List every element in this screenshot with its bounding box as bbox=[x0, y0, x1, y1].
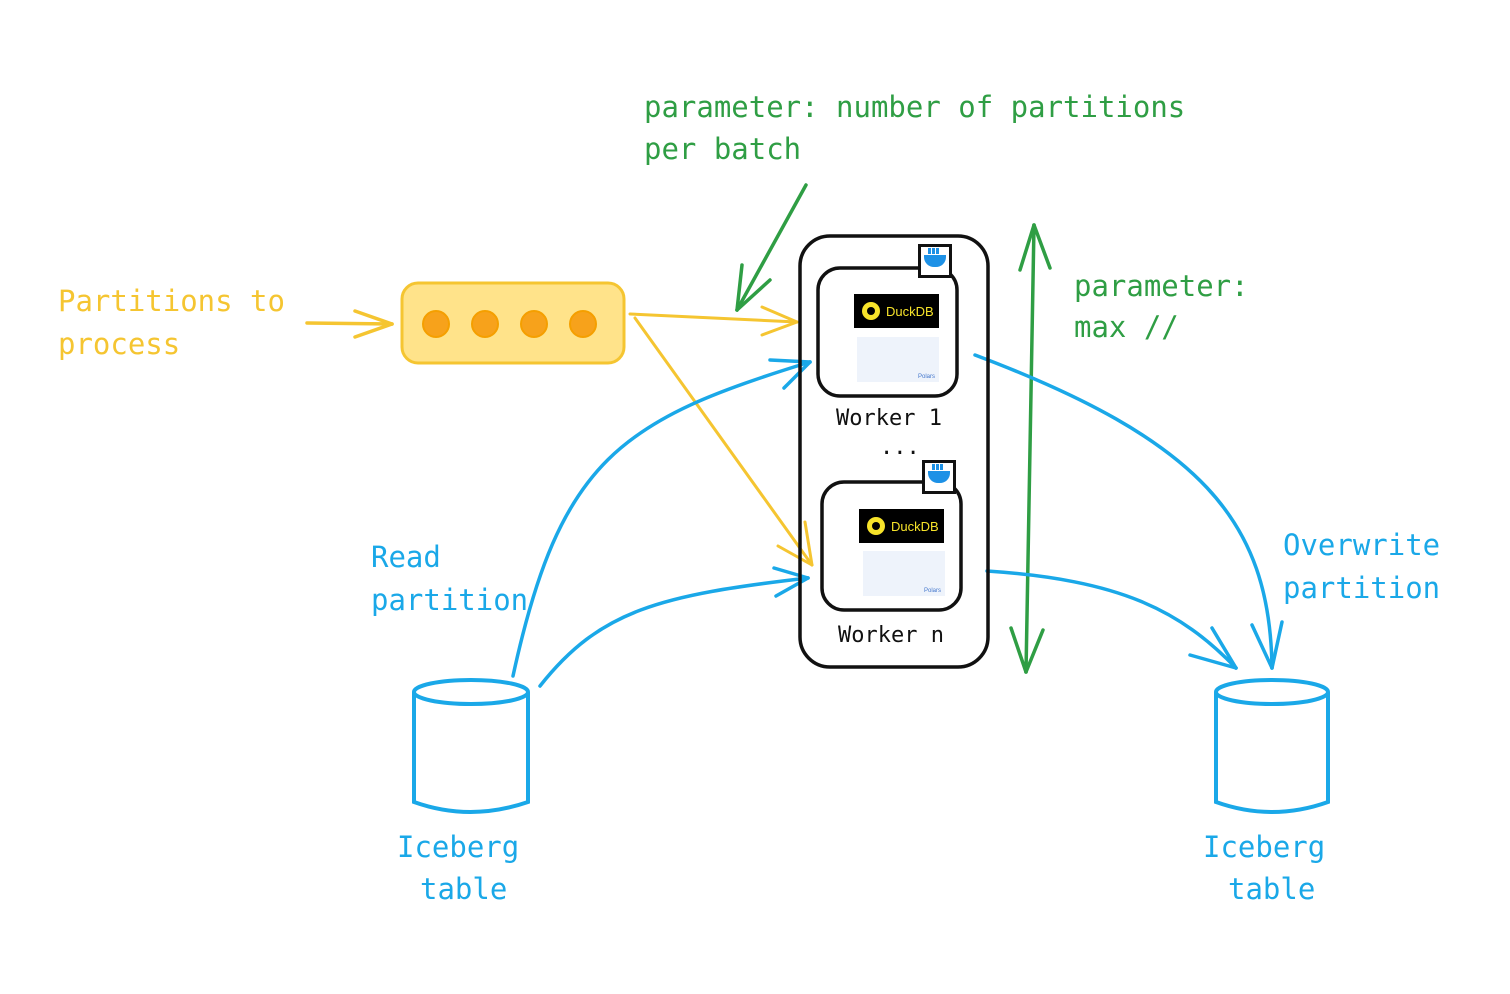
partitions-label-line2: process bbox=[58, 327, 181, 361]
overwrite-partition-arrow-2 bbox=[985, 569, 1238, 670]
polars-label: Polars bbox=[917, 374, 935, 380]
worker-pool bbox=[798, 234, 990, 669]
polars-label: Polars bbox=[923, 588, 941, 594]
max-parameter-label-line2: max // bbox=[1074, 310, 1179, 344]
read-partition-arrow-2 bbox=[538, 566, 810, 688]
iceberg-left-label-line1: Iceberg bbox=[397, 830, 520, 864]
queue-to-worker1-arrow bbox=[628, 305, 799, 337]
duckdb-icon bbox=[862, 302, 880, 320]
queue-item-4 bbox=[569, 310, 597, 338]
docker-whale-icon bbox=[918, 244, 952, 278]
queue-to-workern-arrow bbox=[633, 316, 814, 567]
iceberg-right-label-line1: Iceberg bbox=[1203, 830, 1326, 864]
batch-parameter-arrow bbox=[735, 183, 808, 312]
duckdb-logo: DuckDB bbox=[859, 509, 944, 543]
docker-whale-icon bbox=[922, 460, 956, 494]
partition-queue bbox=[400, 281, 626, 365]
worker-1-label: Worker 1 bbox=[836, 406, 942, 431]
partitions-input-arrow bbox=[305, 309, 394, 339]
polars-logo: Polars bbox=[857, 337, 939, 382]
overwrite-label-line1: Overwrite bbox=[1283, 528, 1441, 562]
read-partition-arrow-1 bbox=[511, 358, 812, 678]
worker-n-label: Worker n bbox=[838, 623, 944, 648]
duckdb-logo: DuckDB bbox=[854, 294, 939, 328]
queue-item-1 bbox=[422, 310, 450, 338]
overwrite-label-line2: partition bbox=[1283, 571, 1441, 605]
duckdb-label: DuckDB bbox=[891, 518, 939, 534]
max-parameter-label-line1: parameter: bbox=[1074, 269, 1249, 303]
workers-ellipsis: ... bbox=[880, 435, 920, 460]
iceberg-right-label-line2: table bbox=[1228, 872, 1316, 906]
iceberg-table-right bbox=[1214, 678, 1330, 814]
max-parallelism-arrow bbox=[1009, 223, 1052, 674]
queue-item-3 bbox=[520, 310, 548, 338]
duckdb-icon bbox=[867, 517, 885, 535]
iceberg-left-label-line2: table bbox=[420, 872, 508, 906]
partitions-label-line1: Partitions to bbox=[58, 284, 285, 318]
duckdb-label: DuckDB bbox=[886, 303, 934, 319]
overwrite-partition-arrow-1 bbox=[973, 353, 1284, 670]
read-label-line1: Read bbox=[371, 540, 441, 574]
queue-item-2 bbox=[471, 310, 499, 338]
batch-parameter-label-line1: parameter: number of partitions bbox=[644, 90, 1186, 124]
iceberg-table-left bbox=[412, 678, 530, 814]
read-label-line2: partition bbox=[371, 583, 529, 617]
worker-1-box bbox=[816, 266, 959, 398]
worker-n-box bbox=[820, 480, 963, 612]
polars-logo: Polars bbox=[863, 551, 945, 596]
batch-parameter-label-line2: per batch bbox=[644, 132, 802, 166]
